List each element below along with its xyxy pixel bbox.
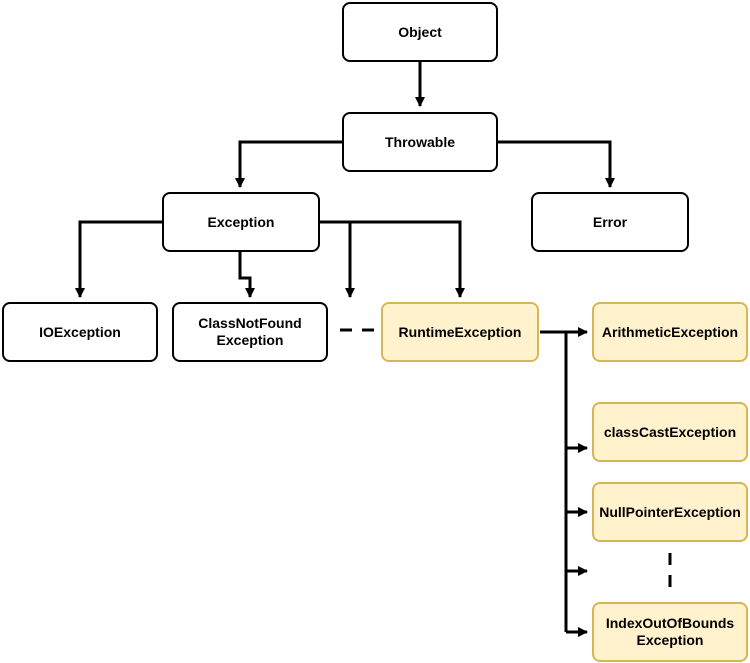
runtime-branch-trunk (540, 330, 568, 632)
node-ioexception: IOException (2, 302, 158, 362)
node-exception: Exception (162, 192, 320, 252)
edge-exception-classnotfound (238, 252, 255, 298)
node-runtime-exception: RuntimeException (381, 302, 539, 362)
edge-exception-ioexception (75, 220, 162, 298)
node-object: Object (342, 2, 498, 62)
edge-throwable-exception (235, 140, 342, 188)
node-classnotfound-exception: ClassNotFound Exception (172, 302, 328, 362)
node-nullpointer-exception: NullPointerException (592, 482, 748, 542)
node-arithmetic-exception: ArithmeticException (592, 302, 748, 362)
node-classcast-exception: classCastException (592, 402, 748, 462)
edge-exception-runtime (320, 220, 465, 298)
node-error: Error (531, 192, 689, 252)
edge-throwable-error (498, 140, 615, 188)
node-throwable: Throwable (342, 112, 498, 172)
node-indexoutofbounds-exception: IndexOutOfBounds Exception (592, 602, 748, 662)
edge-exception-more (320, 220, 355, 298)
